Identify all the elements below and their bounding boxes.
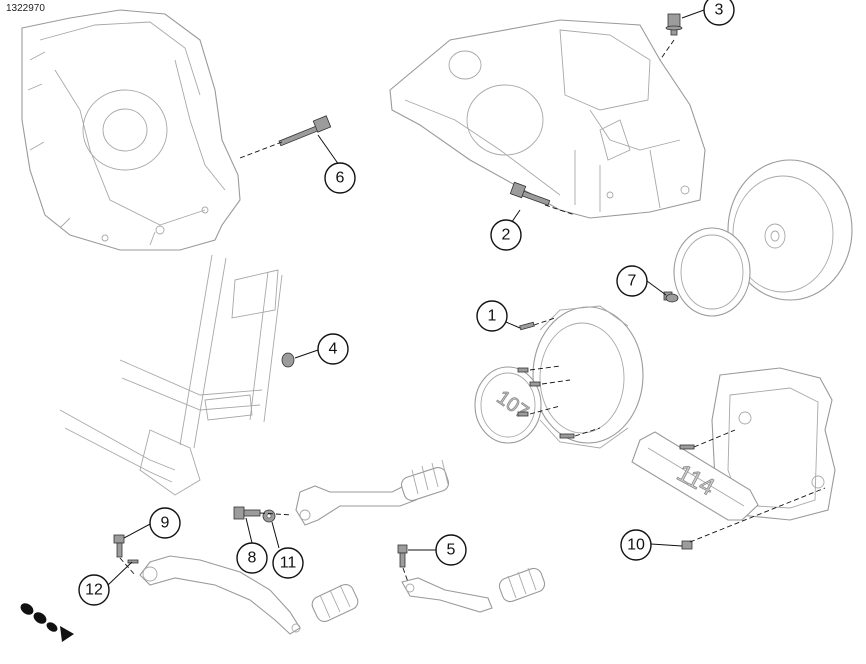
- crankcase-drawing: [389, 19, 706, 219]
- bolt-3-icon: [665, 13, 683, 36]
- screw-9-icon: [113, 534, 125, 558]
- figure-id: 1322970: [6, 3, 45, 14]
- callout-4: 4: [317, 333, 349, 365]
- callout-label: 1: [488, 308, 497, 325]
- callout-1: 1: [476, 300, 508, 332]
- timer-cover-drawing: 114: [631, 367, 836, 521]
- callout-label: 6: [336, 170, 345, 187]
- callout-11: 11: [272, 547, 304, 579]
- frame-drawing: [59, 254, 283, 496]
- callout-label: 10: [627, 537, 645, 554]
- nut-4-icon: [281, 352, 295, 368]
- bolt-6-icon: [278, 115, 332, 147]
- air-cleaner-drawing: [673, 159, 853, 317]
- callout-label: 8: [248, 550, 257, 567]
- derby-cover-drawing: 107: [474, 305, 644, 449]
- callout-6: 6: [324, 162, 356, 194]
- callout-7: 7: [616, 265, 648, 297]
- bolt-2-icon: [509, 181, 551, 206]
- screw-1-icon: [517, 321, 575, 439]
- washer-11-icon: [262, 509, 276, 523]
- screw-7-icon: [663, 291, 679, 303]
- callout-label: 3: [715, 2, 724, 19]
- callout-12: 12: [78, 574, 110, 606]
- screw-5-icon: [397, 544, 408, 568]
- callout-3: 3: [703, 0, 735, 26]
- callout-label: 2: [502, 227, 511, 244]
- callout-label: 5: [447, 542, 456, 559]
- left-crankcase-drawing: [21, 9, 241, 251]
- brake-lever-drawing: [139, 555, 359, 635]
- peg-lever-drawing: [401, 567, 546, 613]
- callout-label: 11: [280, 555, 297, 572]
- shift-lever-drawing: [295, 459, 450, 526]
- hardware: [113, 13, 695, 568]
- bolt-8-icon: [233, 506, 261, 520]
- callout-9: 9: [149, 507, 181, 539]
- callout-8: 8: [236, 542, 268, 574]
- callout-10: 10: [620, 529, 652, 561]
- callout-5: 5: [435, 534, 467, 566]
- callout-label: 7: [628, 273, 637, 290]
- callout-label: 4: [329, 341, 338, 358]
- alignment-lines: [119, 39, 826, 583]
- callout-label: 12: [85, 582, 103, 599]
- pin-12-icon: [127, 559, 139, 564]
- callout-label: 9: [161, 515, 170, 532]
- direction-arrow-icon: [20, 603, 74, 642]
- callout-2: 2: [490, 219, 522, 251]
